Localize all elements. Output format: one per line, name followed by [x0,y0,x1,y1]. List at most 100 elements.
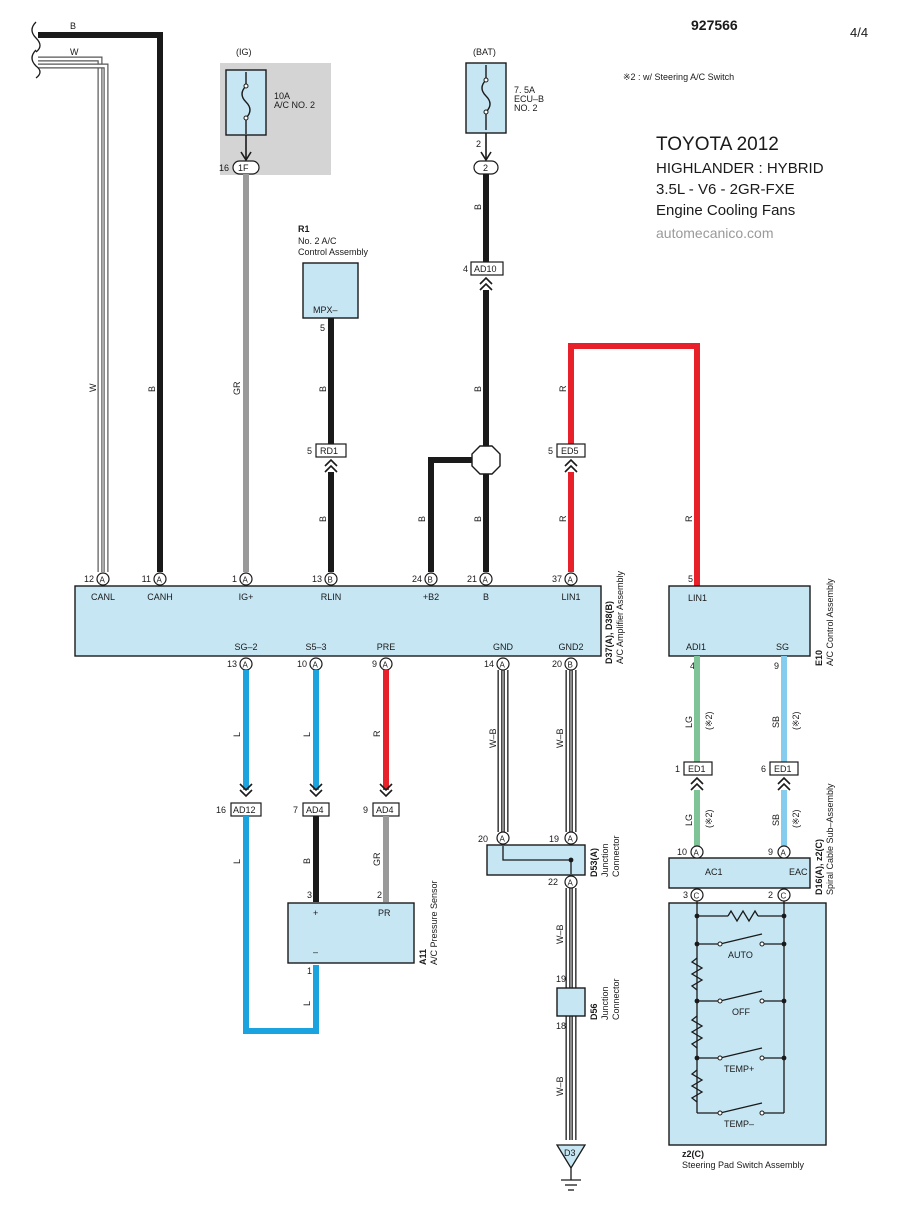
d16-box [668,857,811,889]
wire-w [38,56,109,572]
ground-d3 [555,1144,587,1170]
fuse-bat-pin: 2 [476,139,481,149]
conn-ad4-a-pin: 7 [293,805,298,815]
d56-code: D56 [589,1003,599,1020]
e10-name: A/C Control Assembly [825,578,835,666]
amp-top-pin-letter: B [328,576,333,585]
conn-1f-pin: 16 [219,163,229,173]
a11-t-minus: – [313,947,318,957]
ground-icon [561,1168,581,1191]
title-line-1: TOYOTA 2012 [656,134,779,155]
wire-label-r-pre: R [372,730,382,737]
wire-wb-gnd [497,670,509,832]
wire-l-sensor [243,816,319,1034]
amp-bottom-pin-label: PRE [377,642,396,652]
amp-bottom-pin-letter: A [313,661,319,670]
r1-name1: No. 2 A/C [298,236,337,246]
d53-pin-22: 22 [548,877,558,887]
wire-label-r-2: R [684,515,694,522]
bat-supply-label: (BAT) [473,47,496,57]
title-line-2: HIGHLANDER : HYBRID [656,160,824,177]
wire-label-gr-ig: GR [232,381,242,395]
wire-label-w-top: W [70,47,79,57]
e10-t-lin1: LIN1 [688,593,707,603]
conn-ad12-label: AD12 [233,805,256,815]
conn-ed1-b-pin: 6 [761,764,766,774]
amp-top-pin-letter: A [100,576,106,585]
e10-pin-4: 4 [690,661,695,671]
e10-code: E10 [814,650,824,666]
d16-pin-9: 9 [768,847,773,857]
d56-pin-19: 19 [556,974,566,984]
e10-t-adi1: ADI1 [686,642,706,652]
amp-top-pin-number: 11 [142,574,151,584]
d53-pin-19: 19 [549,834,559,844]
amp-top-pin-label: LIN1 [561,592,580,602]
switch-off-label: OFF [732,1007,750,1017]
d16-pin-a1-letter: A [694,849,700,858]
e10-t-sg: SG [776,642,789,652]
wire-r-lin [568,343,700,586]
r1-name2: Control Assembly [298,247,369,257]
e10-pin-9: 9 [774,661,779,671]
conn-rd1-label: RD1 [320,446,338,456]
d56-pin-18: 18 [556,1021,566,1031]
conn-ed1-b-label: ED1 [774,764,792,774]
d53-pin-20: 20 [478,834,488,844]
conn-2-label: 2 [483,163,488,173]
switch-auto-label: AUTO [728,950,753,960]
amp-top-pin-label: CANL [91,592,115,602]
fuse-bat-name2: NO. 2 [514,103,538,113]
a11-t-plus: + [313,908,318,918]
amp-top-pin-number: 37 [552,574,562,584]
d16-pin-10: 10 [677,847,687,857]
e10-pin-5: 5 [688,574,693,584]
wire-note-sb-1: (※2) [791,711,801,730]
amp-bottom-pin-letter: B [568,661,573,670]
break-mark-bottom [31,49,41,79]
amp-top-pin-label: IG+ [239,592,254,602]
amp-top-pin-number: 21 [467,574,477,584]
wire-label-sb-2: SB [771,814,781,826]
wire-note-lg-1: (※2) [704,711,714,730]
wire-label-b-canh: B [147,386,157,392]
wire-wb-gnd2 [565,670,577,832]
pin-d53-20 [496,831,510,845]
amp-bottom-pin-label: SG–2 [234,642,257,652]
conn-ed1-a-pin: 1 [675,764,680,774]
title-line-4: Engine Cooling Fans [656,202,795,219]
wire-label-l-4: L [302,732,312,737]
z2-code: z2(C) [682,1149,704,1159]
wire-note-lg-2: (※2) [704,809,714,828]
switch-tempplus-label: TEMP+ [724,1064,754,1074]
d16-name: Spiral Cable Sub–Assembly [825,783,835,895]
d56-name2: Connector [611,978,621,1020]
d16-t-eac: EAC [789,867,808,877]
amp-bottom-pin-number: 9 [372,659,377,669]
wire-label-l-3: L [302,1001,312,1006]
wire-label-b-21: B [473,516,483,522]
conn-ed1-b [769,761,799,776]
amp-top-pin: B24+B2 [412,572,439,602]
conn-ad4-a-label: AD4 [306,805,324,815]
ground-d3-label: D3 [564,1148,576,1158]
pin-d53-19 [564,831,578,845]
amplifier-box [74,585,602,657]
amp-top-pin-number: 24 [412,574,422,584]
amp-bottom-pin-label: GND2 [558,642,583,652]
amp-bottom-pin-number: 20 [552,659,562,669]
d16-pin-2: 2 [768,890,773,900]
fuse-ig-name: A/C NO. 2 [274,100,315,110]
arrow-ig [240,151,252,162]
z2-nodes [694,913,787,1061]
page-number: 4/4 [850,25,868,40]
d16-pin-c2-letter: C [781,892,787,901]
conn-rd1 [315,443,347,458]
fuse-ig-icon [241,72,251,134]
